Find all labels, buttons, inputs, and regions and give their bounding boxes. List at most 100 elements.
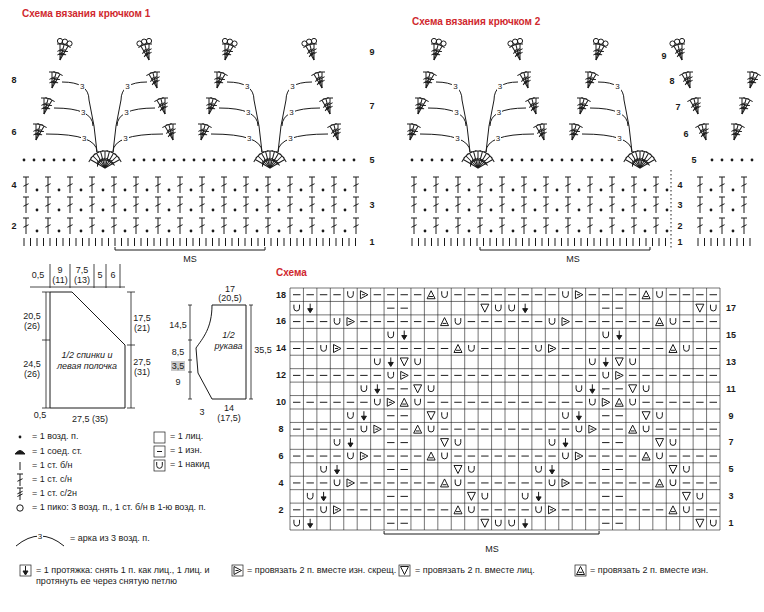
- stitch-bar: [111, 218, 117, 219]
- double-stitch: [741, 177, 747, 193]
- double-stitch: [133, 218, 139, 234]
- row-number: 12: [276, 370, 286, 380]
- single-stitch: [581, 238, 582, 246]
- stitch-slash: [38, 129, 44, 134]
- chain-arc: [428, 108, 466, 126]
- double-stitch: [631, 197, 637, 213]
- symbol-mark: [402, 404, 406, 405]
- purl-symbol: [401, 509, 408, 510]
- row-number: 6: [683, 129, 688, 139]
- chain-arc: [113, 134, 163, 152]
- chart-title: Схема вязания крючком 1: [22, 8, 150, 20]
- stitch-slash: [433, 225, 438, 228]
- chain-stitch: [36, 230, 39, 233]
- purl-symbol: [669, 456, 676, 457]
- crossed-purl-decrease-symbol: [234, 567, 242, 575]
- single-stitch: [316, 238, 317, 246]
- purl-symbol: [508, 509, 515, 510]
- purl-symbol: [401, 496, 408, 497]
- purl-symbol: [374, 294, 381, 295]
- purl-symbol: [683, 429, 690, 430]
- chain-stitch: [234, 230, 237, 233]
- stitch-slash: [177, 204, 182, 207]
- stitch-slash: [580, 106, 586, 111]
- purl-symbol: [562, 375, 569, 376]
- stitch-stem: [750, 73, 754, 88]
- stitch-slash: [433, 204, 438, 207]
- treble-stitch: [41, 98, 51, 115]
- stitch-bar: [653, 157, 656, 162]
- row-number: 7: [728, 437, 733, 447]
- chain-stitch: [421, 159, 424, 162]
- yarn-over-symbol: [509, 305, 515, 311]
- stitch-slash: [133, 204, 138, 207]
- chain-stitch: [323, 159, 326, 162]
- yarn-over-symbol: [657, 412, 663, 418]
- picot: [670, 41, 675, 46]
- purl-symbol: [616, 388, 623, 389]
- purl-symbol: [401, 388, 408, 389]
- purl-symbol: [293, 509, 300, 510]
- purl-symbol: [508, 321, 515, 322]
- picot: [232, 41, 237, 46]
- symbol-mark: [401, 566, 409, 567]
- yarn-over-symbol: [576, 426, 582, 432]
- stitch-stem: [682, 74, 690, 88]
- chain-stitch: [601, 159, 604, 162]
- knit-decrease-symbol: [682, 492, 690, 500]
- row-number: 5: [369, 155, 374, 165]
- dimension-tick: [94, 264, 95, 288]
- stitch-stem: [434, 46, 442, 60]
- symbol-mark: [671, 511, 675, 512]
- purl-symbol: [521, 402, 528, 403]
- purl-symbol: [616, 429, 623, 430]
- yarn-over-symbol: [495, 520, 501, 526]
- treble-stitch: [146, 73, 159, 90]
- symbol-mark: [642, 411, 650, 412]
- purl-symbol: [696, 456, 703, 457]
- crossed-purl-decrease-symbol: [401, 371, 409, 379]
- purl-symbol: [696, 375, 703, 376]
- knit-decrease-symbol: [441, 439, 449, 447]
- stitch-bar: [499, 177, 505, 178]
- row-number: 5: [728, 464, 733, 474]
- stitch-slash: [538, 132, 544, 137]
- stitch-slash: [750, 80, 756, 85]
- stitch-slash: [141, 49, 147, 54]
- chain-stitch: [501, 159, 504, 162]
- piece-name: 1/2 рукава: [212, 330, 245, 352]
- chain-arc: [582, 134, 632, 152]
- purl-decrease-symbol: [577, 567, 585, 575]
- purl-symbol: [454, 429, 461, 430]
- yarn-over-symbol: [321, 345, 327, 351]
- stitch-bar: [243, 197, 249, 198]
- grid-line: [290, 301, 720, 302]
- row-number: 16: [276, 316, 286, 326]
- stitch-bar: [517, 73, 522, 76]
- single-stitch: [568, 238, 569, 246]
- stitch-stem: [52, 73, 56, 88]
- purl-decrease-symbol: [454, 344, 462, 352]
- single-stitch: [141, 238, 142, 246]
- stitch-bar: [741, 197, 747, 198]
- single-stitch: [121, 238, 122, 246]
- purl-symbol: [333, 294, 340, 295]
- purl-symbol: [468, 294, 475, 295]
- arrow-head: [590, 389, 595, 393]
- stitch-slash: [411, 204, 416, 207]
- stitch-stem: [512, 46, 520, 60]
- arrow-head: [603, 362, 608, 366]
- chain-stitch: [58, 189, 61, 192]
- dimension-tick: [42, 340, 50, 341]
- stitch-stem: [270, 160, 285, 169]
- dimension-label: 14,5: [169, 320, 187, 330]
- single-stitch: [251, 238, 252, 246]
- yarn-over-symbol: [428, 426, 434, 432]
- chain-stitch: [490, 230, 493, 233]
- stitch-slash: [201, 132, 207, 137]
- single-stitch: [477, 238, 478, 246]
- row-number: 3: [728, 491, 733, 501]
- stitch-slash: [676, 52, 682, 57]
- arrow-head: [576, 416, 581, 420]
- double-stitch: [697, 177, 703, 193]
